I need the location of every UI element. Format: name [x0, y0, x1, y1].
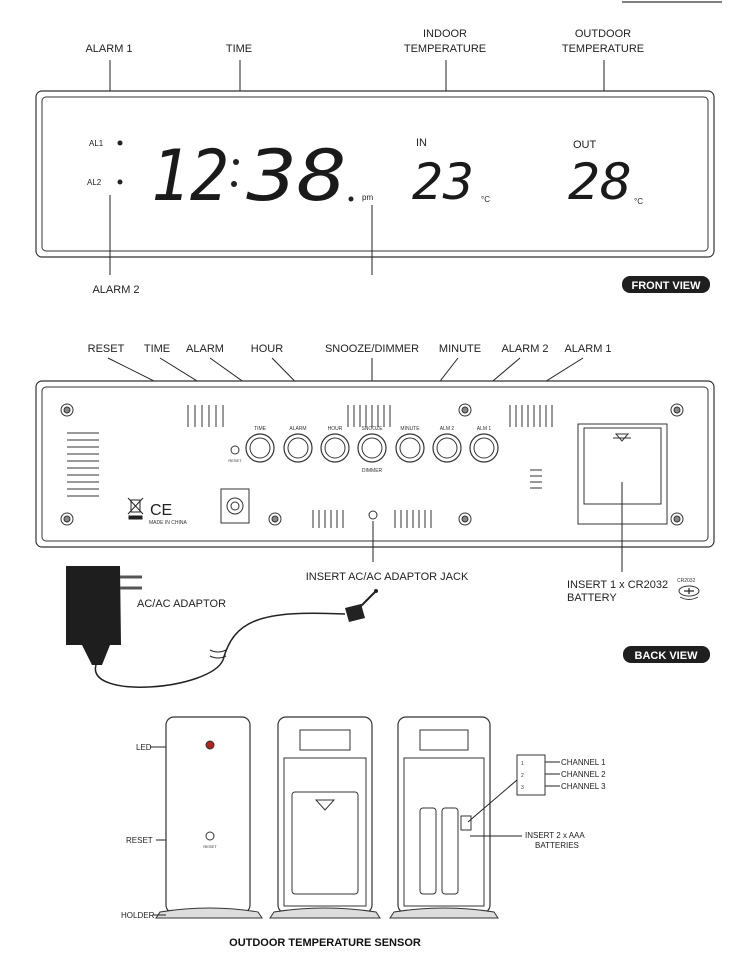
back-vents [67, 405, 553, 528]
coin-cell-icon [678, 585, 700, 600]
indoor-unit: °C [481, 195, 490, 204]
callout-snooze: SNOOZE/DIMMER [325, 343, 419, 355]
callout-alarm1: ALARM 1 [85, 43, 132, 55]
reset-pinhole[interactable] [230, 445, 240, 455]
channel1-label: CHANNEL 1 [561, 758, 606, 767]
callout-reset: RESET [88, 343, 125, 355]
callout-alarm2: ALARM 2 [92, 284, 139, 296]
colon-top [233, 159, 239, 165]
insert-aaa-line1: INSERT 2 x AAA [525, 831, 585, 840]
adaptor-label: AC/AC ADAPTOR [137, 598, 226, 610]
sensor-reset-small: RESET [203, 844, 217, 849]
reset-small-label: RESET [228, 458, 242, 463]
front-view-badge: FRONT VIEW [622, 276, 710, 293]
insert-aaa-line2: BATTERIES [535, 841, 579, 850]
dc-jack-socket [220, 488, 250, 524]
outdoor-unit: °C [634, 197, 643, 206]
button-alarm2-label: ALM 2 [440, 426, 455, 432]
button-time-label: TIME [254, 426, 267, 432]
callout-time: TIME [226, 43, 252, 55]
callout-indoor-line1: INDOOR [423, 28, 467, 40]
callout-back-alarm1: ALARM 1 [564, 343, 611, 355]
adaptor-jack-port[interactable] [368, 510, 378, 520]
back-screws [60, 403, 684, 526]
callout-outdoor-line1: OUTDOOR [575, 28, 631, 40]
callout-alarm: ALARM [186, 343, 224, 355]
holder-label: HOLDER [121, 911, 155, 920]
clock-back [35, 380, 715, 548]
button-snooze[interactable]: SNOOZE DIMMER [357, 426, 387, 474]
ce-mark: CE [150, 502, 172, 519]
channel-leaders [467, 761, 560, 823]
battery-line1: INSERT 1 x CR2032 [567, 579, 668, 591]
sensor-reset-pinhole[interactable] [205, 831, 215, 841]
al2-indicator: AL2 [87, 178, 102, 187]
ch-num-3: 3 [521, 785, 524, 791]
back-view-badge: BACK VIEW [623, 646, 710, 663]
button-alarm1[interactable]: ALM 1 [469, 426, 499, 463]
jack-label: INSERT AC/AC ADAPTOR JACK [306, 571, 469, 583]
outdoor-temperature: 28 [568, 153, 632, 211]
time-minutes: 38 [246, 135, 347, 217]
led-label: LED [136, 743, 152, 752]
pm-indicator: pm [362, 193, 373, 202]
callout-minute: MINUTE [439, 343, 481, 355]
cell-name: CR2032 [677, 578, 696, 584]
sensor-back-open [389, 716, 499, 919]
colon-bottom [231, 181, 237, 187]
time-dot [348, 196, 354, 202]
callout-back-time: TIME [144, 343, 170, 355]
made-in-china: MADE IN CHINA [149, 520, 187, 526]
time-hours: 12 [151, 135, 229, 217]
button-alarm1-label: ALM 1 [477, 426, 492, 432]
ac-adaptor [66, 566, 378, 688]
button-dimmer-label: DIMMER [362, 468, 383, 474]
channel-switch [516, 754, 546, 796]
battery-line2: BATTERY [567, 592, 617, 604]
callout-indoor-line2: TEMPERATURE [404, 43, 486, 55]
ch-num-2: 2 [521, 773, 524, 779]
button-minute-label: MINUTE [400, 426, 420, 432]
button-alarm[interactable]: ALARM [283, 426, 313, 463]
button-hour[interactable]: HOUR [320, 426, 350, 463]
svg-text:BACK VIEW: BACK VIEW [635, 650, 699, 662]
button-hour-label: HOUR [328, 426, 343, 432]
callout-hour: HOUR [251, 343, 283, 355]
al1-indicator: AL1 [89, 139, 104, 148]
sensor-title: OUTDOOR TEMPERATURE SENSOR [229, 937, 421, 949]
al1-dot [117, 140, 123, 146]
callout-outdoor-line2: TEMPERATURE [562, 43, 644, 55]
channel3-label: CHANNEL 3 [561, 782, 606, 791]
channel2-label: CHANNEL 2 [561, 770, 606, 779]
out-label: OUT [573, 139, 597, 151]
sensor-back-closed [269, 716, 381, 919]
sensor-reset-label: RESET [126, 836, 153, 845]
callout-back-alarm2: ALARM 2 [501, 343, 548, 355]
clock-front [35, 90, 715, 258]
sensor-led [205, 740, 215, 750]
svg-text:FRONT VIEW: FRONT VIEW [631, 280, 701, 292]
ch-num-1: 1 [521, 761, 524, 767]
al2-dot [117, 179, 123, 185]
button-alarm2[interactable]: ALM 2 [432, 426, 462, 463]
in-label: IN [416, 137, 427, 149]
indoor-temperature: 23 [412, 153, 474, 211]
sensor-front [155, 716, 263, 919]
weee-bin-icon [127, 497, 144, 520]
button-minute[interactable]: MINUTE [395, 426, 425, 463]
button-snooze-label: SNOOZE [361, 426, 383, 432]
button-alarm-label: ALARM [289, 426, 306, 432]
button-time[interactable]: TIME [245, 426, 275, 463]
